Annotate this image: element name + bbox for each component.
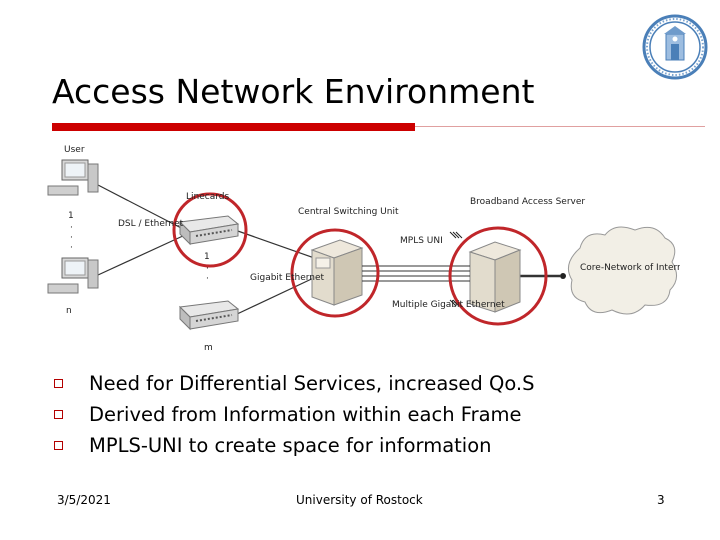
- broadband-access-server-icon: [468, 241, 522, 313]
- core-link-endpoint: [560, 273, 566, 279]
- label-user-start: 1: [68, 211, 74, 221]
- label-user-dots: ·: [70, 223, 73, 233]
- label-linecards-end: m: [204, 343, 213, 353]
- title-underline-thin: [415, 126, 705, 127]
- central-switching-unit-icon: [310, 239, 364, 306]
- label-central-switching-unit: Central Switching Unit: [298, 207, 399, 217]
- bullet-marker-icon: [54, 379, 63, 388]
- label-linecard-dots: ·: [206, 264, 209, 274]
- link-linecard2-switch: [234, 274, 321, 316]
- bullet-marker-icon: [54, 410, 63, 419]
- label-dsl-ethernet: DSL / Ethernet: [118, 219, 184, 229]
- label-mpls-uni: MPLS UNI: [400, 236, 443, 246]
- link-usern-linecard: [97, 234, 186, 276]
- label-user: User: [64, 145, 85, 155]
- highlight-access-server: [448, 226, 548, 326]
- label-user-end: n: [66, 306, 72, 316]
- label-user-dots-2: ·: [70, 233, 73, 243]
- linecard-1-icon: [178, 215, 240, 246]
- label-linecards: Linecards: [186, 192, 229, 202]
- slide-title: Access Network Environment: [52, 72, 535, 111]
- network-diagram: User 1 · · · n DSL / Ethernet Linecards …: [47, 145, 680, 353]
- label-user-dots-3: ·: [70, 243, 73, 253]
- title-underline-accent: [52, 123, 415, 131]
- link-user1-linecard: [97, 184, 186, 231]
- link-linecard-switch: [234, 229, 321, 261]
- bullet-text: Derived from Information within each Fra…: [89, 403, 522, 426]
- highlight-circles: [172, 192, 548, 326]
- bullet-marker-icon: [54, 441, 63, 450]
- bullet-text: Need for Differential Services, increase…: [89, 372, 535, 395]
- highlight-switching-unit: [290, 228, 380, 318]
- user-pc-1-icon: [47, 159, 99, 196]
- footer-page-number: 3: [657, 493, 665, 507]
- university-seal-icon: [642, 14, 708, 80]
- bullet-text: MPLS-UNI to create space for information: [89, 434, 492, 457]
- label-linecards-start: 1: [204, 252, 210, 262]
- label-gigabit-ethernet: Gigabit Ethernet: [250, 273, 325, 283]
- label-broadband-access-server: Broadband Access Server: [470, 197, 585, 207]
- core-network-cloud-icon: [567, 226, 677, 315]
- linecard-m-icon: [178, 300, 240, 331]
- label-core-network: Core-Network of Internet Service Provide…: [580, 263, 680, 273]
- highlight-linecards: [172, 192, 248, 268]
- label-multiple-gigabit-ethernet: Multiple Gigabit Ethernet: [392, 300, 505, 310]
- label-linecard-dots-2: ·: [206, 274, 209, 284]
- user-pc-n-icon: [47, 257, 99, 294]
- footer-organization: University of Rostock: [296, 493, 423, 507]
- footer-date: 3/5/2021: [57, 493, 111, 507]
